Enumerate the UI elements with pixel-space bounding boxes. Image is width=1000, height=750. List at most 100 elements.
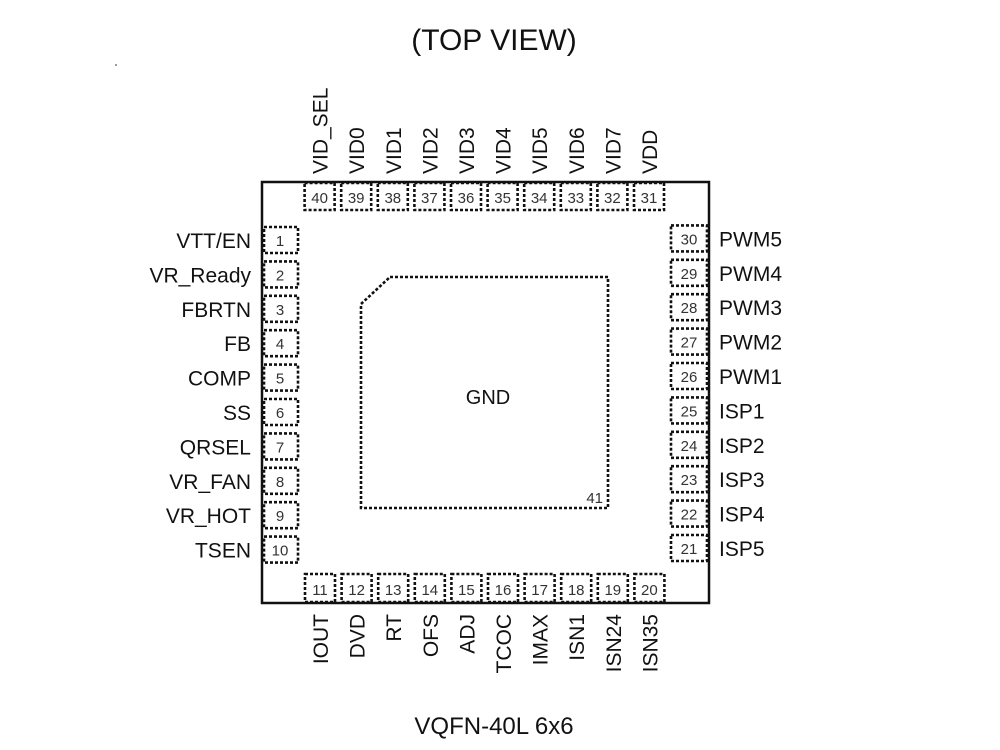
pin-pad [669,327,709,356]
pin-pad [262,397,300,427]
pin-pad [303,181,336,212]
pin-pad [262,500,300,530]
pin-number: 23 [681,472,698,489]
pin-number: 33 [567,190,584,207]
pin-number: 6 [276,405,284,422]
pins-left: 1VTT/EN2VR_Ready3FBRTN4FB5COMP6SS7QRSEL8… [149,225,300,564]
pin-pad [669,533,709,563]
pin-number: 37 [421,190,438,207]
pin-name: COMP [188,368,251,391]
pin-name: IOUT [310,614,333,664]
pin-number: 18 [568,582,585,599]
pin-pad [262,466,300,496]
pin-name: IMAX [530,614,553,665]
pin-6: 6 SS [223,397,300,427]
pin-number: 15 [458,582,475,599]
pin-9: 9VR_HOT [166,500,300,530]
pin-number: 35 [494,190,511,207]
pin-8: 8VR_FAN [169,466,300,496]
pin-name: TSEN [195,540,251,563]
pin-4: 4FB [224,328,300,358]
pin-22: 22 ISP4 [669,499,765,528]
pin-pad [262,260,300,289]
pin-name: ISP2 [719,435,765,458]
pin-name: ISP5 [719,538,765,561]
pin-pad [413,572,447,604]
pin-number: 29 [681,266,698,283]
pin-number: 17 [531,582,548,599]
pin-name: VID3 [456,127,479,174]
pin-number: 5 [276,371,284,388]
pin-number: 38 [384,190,401,207]
pin-name: PWM2 [719,332,782,355]
pin-name: VID2 [419,127,442,174]
pin-number: 26 [681,369,698,386]
pin-37: 37 VID2 [413,127,446,212]
pin-pad [262,432,300,461]
pin-pad [262,363,300,392]
pin-pad [262,225,300,255]
pin-name: ISN24 [603,614,626,673]
diagram-title: (TOP VIEW) [411,24,577,57]
pin-name: VID0 [346,127,369,174]
pin-pad [262,294,300,324]
pin-name: SS [223,402,251,425]
pin-pad [669,361,709,391]
pin-name: VID4 [493,127,516,174]
pin-number: 13 [385,582,402,599]
package-outline [260,180,711,605]
pin-name: PWM3 [719,297,782,320]
pin-pad [522,181,556,212]
pin-pad [262,535,300,564]
pin-number: 34 [531,190,548,207]
thermal-pad-number: 41 [586,490,603,507]
pin-number: 12 [348,582,365,599]
thermal-pad-label: GND [466,387,510,409]
pin-number: 4 [276,336,284,353]
pin-name: VID5 [529,127,552,174]
pin-number: 22 [681,507,698,524]
pin-number: 20 [641,582,658,599]
stray-dot [115,64,117,66]
pin-pad [632,181,666,212]
pin-number: 32 [604,190,621,207]
pin-pad [262,328,300,358]
pin-number: 24 [681,438,698,455]
pin-pad [633,572,666,604]
pin-pad [413,181,446,212]
pin-name: VTT/EN [176,230,251,253]
pin-name: ISN35 [639,614,662,672]
pin-pad [669,396,709,425]
pin-name: ISP3 [719,469,765,492]
pin-name: QRSEL [180,436,251,459]
pin-pad [523,572,556,604]
pin-name: ISP4 [719,504,765,527]
pin-name: VR_FAN [169,471,251,494]
pin-pad [303,572,337,604]
pin-number: 16 [495,582,512,599]
pin-pad [450,572,483,604]
pin-name: ISN1 [566,614,589,661]
pin-pad [449,181,483,212]
pin-name: VR_Ready [149,264,251,287]
pin-name: PWM5 [719,228,782,251]
